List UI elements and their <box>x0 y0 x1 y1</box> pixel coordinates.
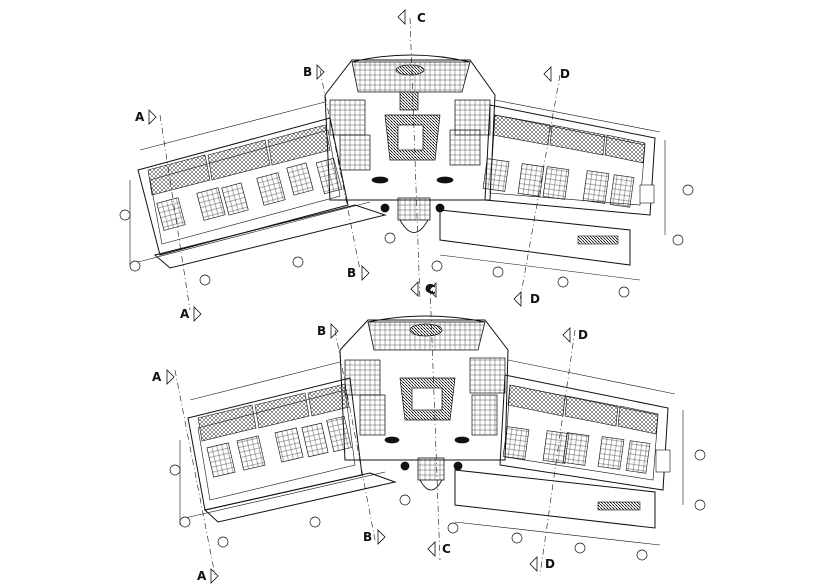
section-label-d: D <box>560 67 570 81</box>
section-label-a-bottom: A <box>197 569 207 583</box>
building-outline <box>137 59 656 269</box>
section-label-a: A <box>135 110 145 124</box>
central-block-interior <box>344 323 506 444</box>
building-outline <box>187 319 669 529</box>
left-wing-rooms <box>197 383 352 478</box>
section-label-d-bottom: D <box>545 557 555 571</box>
floor-plan-lower: A B C D B C D A <box>152 282 706 584</box>
corridor-furniture <box>577 235 619 245</box>
central-block-interior <box>329 64 491 184</box>
right-wing-rooms <box>502 384 671 474</box>
roof-curve <box>367 315 486 323</box>
grid-bubbles <box>169 449 706 561</box>
dimension-lines <box>179 359 684 546</box>
section-cut-lines <box>174 284 576 576</box>
section-label-a-bottom: A <box>180 307 190 321</box>
left-wing-rooms <box>147 124 343 231</box>
section-label-c: C <box>427 283 436 297</box>
grid-bubbles <box>119 184 694 298</box>
right-wing-rooms <box>482 114 655 208</box>
section-label-b: B <box>317 324 326 338</box>
corridor-furniture <box>597 501 641 511</box>
section-markers: A B C D B C D A <box>152 282 588 584</box>
floor-plan-upper: A B C D B C D A <box>119 9 694 322</box>
section-label-c-bottom: C <box>442 542 451 556</box>
roof-hatch <box>351 61 471 93</box>
section-label-b-bottom: B <box>347 266 356 280</box>
section-label-c: C <box>417 11 426 25</box>
section-label-b: B <box>303 65 312 79</box>
main-entrance <box>400 457 463 491</box>
main-entrance <box>380 197 445 233</box>
dimension-lines <box>129 99 666 281</box>
roof-curve <box>351 54 471 63</box>
section-label-b-bottom: B <box>363 530 372 544</box>
section-cut-lines <box>159 17 561 311</box>
section-label-a: A <box>152 370 162 384</box>
section-label-d: D <box>578 328 588 342</box>
section-label-d-bottom: D <box>530 292 540 306</box>
